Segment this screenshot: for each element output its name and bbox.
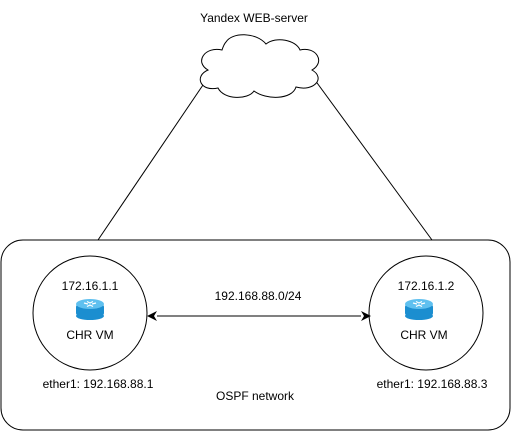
router-2-interface: ether1: 192.168.88.3 — [376, 377, 488, 391]
ospf-network-container[interactable] — [0, 239, 511, 431]
link-label: 192.168.88.0/24 — [214, 289, 302, 303]
router-2-loopback: 172.16.1.2 — [397, 279, 455, 293]
router-1-loopback: 172.16.1.1 — [61, 279, 119, 293]
uplink-left — [97, 81, 206, 241]
uplink-right — [311, 75, 433, 241]
router-1-name: CHR VM — [66, 328, 114, 342]
arrowhead-left — [147, 311, 157, 321]
cloud-label: Yandex WEB-server — [200, 11, 308, 25]
cloud-shape[interactable] — [199, 34, 320, 98]
router-1-interface: ether1: 192.168.88.1 — [42, 377, 154, 391]
router-icon — [76, 299, 104, 320]
network-label: OSPF network — [215, 389, 295, 403]
router-icon — [405, 299, 433, 320]
arrowhead-right — [361, 311, 371, 321]
router-2-name: CHR VM — [400, 328, 448, 342]
